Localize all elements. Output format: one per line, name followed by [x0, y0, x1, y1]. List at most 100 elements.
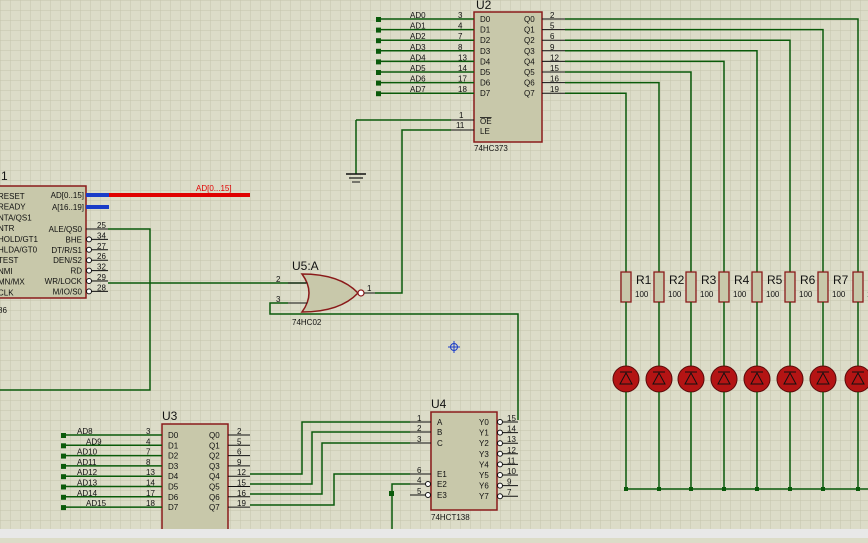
resistor-name: R4	[734, 273, 750, 287]
led[interactable]	[809, 365, 837, 393]
resistor[interactable]	[817, 271, 829, 303]
wire-ale[interactable]	[0, 228, 151, 391]
pin-name: BHE	[66, 235, 82, 244]
net-terminal[interactable]	[61, 474, 66, 480]
q-wire[interactable]	[565, 50, 758, 272]
u5-nor-gate[interactable]: U5:A 74HC02 2 3 1	[276, 259, 375, 327]
u2-body[interactable]	[473, 11, 543, 143]
q-output-wires[interactable]	[565, 18, 868, 490]
pin-name: HOLD/GT1	[0, 235, 39, 244]
net-terminal[interactable]	[376, 70, 381, 75]
net-terminal[interactable]	[61, 453, 66, 459]
net-label: AD7	[410, 85, 426, 94]
pin-name: RD	[70, 267, 82, 276]
wire-le-to-nor[interactable]	[375, 129, 451, 294]
net-terminal[interactable]	[61, 463, 66, 469]
led[interactable]	[743, 365, 771, 393]
net-terminal[interactable]	[376, 80, 381, 86]
q-wire[interactable]	[565, 81, 660, 272]
net-label: AD6	[410, 75, 426, 84]
pin-number: 5	[417, 487, 422, 496]
q-wire[interactable]	[565, 60, 725, 272]
pin-number: 27	[97, 242, 106, 251]
resistor[interactable]	[751, 271, 763, 303]
wire-u3q7-to-u4e[interactable]	[250, 473, 410, 506]
pin-number: 6	[417, 466, 422, 475]
net-terminal[interactable]	[61, 494, 66, 500]
wire-u3q5-to-u4b[interactable]	[250, 431, 410, 485]
pin-number: 4	[146, 437, 151, 446]
pin-name: E1	[437, 470, 447, 479]
led[interactable]	[645, 365, 673, 393]
resistor-value: 100	[766, 290, 780, 299]
resistor[interactable]	[653, 271, 665, 303]
pin-number: 9	[237, 458, 242, 467]
ground-symbol[interactable]	[346, 119, 451, 183]
net-terminal[interactable]	[376, 38, 381, 44]
led-diode-icon	[851, 371, 865, 385]
pin-number: 7	[507, 488, 512, 497]
u4-body[interactable]	[430, 411, 498, 511]
net-terminal[interactable]	[61, 433, 66, 438]
net-terminal[interactable]	[376, 27, 381, 33]
wire-u3q4-to-u4a[interactable]	[250, 421, 410, 475]
pin-name: D1	[168, 441, 179, 450]
resistor[interactable]	[852, 271, 864, 303]
net-terminal[interactable]	[376, 48, 381, 54]
pin-number: 13	[146, 468, 155, 477]
resistor-value: 100	[733, 290, 747, 299]
pin-name: Y5	[479, 471, 489, 480]
net-terminal[interactable]	[61, 484, 66, 490]
pin-number: 13	[458, 53, 467, 62]
pin-name: D6	[168, 493, 179, 502]
wire-nor-in3[interactable]	[269, 302, 519, 420]
pin-name: Y7	[479, 492, 489, 501]
pin-name: NTA/QS1	[0, 213, 32, 222]
pin-name: D3	[480, 47, 491, 56]
net-terminal[interactable]	[376, 59, 381, 65]
u4-title: U4	[431, 397, 447, 411]
led[interactable]	[612, 365, 640, 393]
led[interactable]	[710, 365, 738, 393]
net-terminal[interactable]	[61, 443, 66, 449]
pin-number: 16	[237, 489, 246, 498]
led[interactable]	[844, 365, 868, 393]
led[interactable]	[776, 365, 804, 393]
q-wire[interactable]	[565, 39, 791, 272]
u5-body[interactable]	[300, 273, 360, 313]
pin-number: 7	[146, 448, 151, 457]
u5-title: U5:A	[292, 259, 319, 273]
q-wire[interactable]	[565, 71, 692, 272]
resistor[interactable]	[685, 271, 697, 303]
resistor[interactable]	[718, 271, 730, 303]
u1-body[interactable]	[0, 185, 87, 299]
q-wire[interactable]	[565, 18, 859, 272]
u1-cpu[interactable]: 1 86 RESETREADYNTA/QS1NTRHOLD/GT1HLDA/GT…	[0, 169, 250, 315]
q-wire[interactable]	[565, 92, 627, 272]
resistor[interactable]	[784, 271, 796, 303]
net-label: AD12	[77, 468, 98, 477]
pin-number: 14	[146, 479, 155, 488]
resistor[interactable]	[620, 271, 632, 303]
wire-u3q6-to-u4c[interactable]	[250, 442, 410, 495]
u3-body[interactable]	[161, 423, 229, 543]
led[interactable]	[677, 365, 705, 393]
led-diode-icon	[783, 371, 797, 385]
pin-number: 18	[458, 85, 467, 94]
net-terminal[interactable]	[61, 505, 66, 511]
pin-number: 9	[550, 43, 555, 52]
q-wire[interactable]	[565, 28, 824, 272]
pin-number: 17	[458, 75, 467, 84]
net-terminal[interactable]	[376, 91, 381, 97]
net-terminal[interactable]	[376, 17, 381, 22]
wire-u4e2[interactable]	[391, 483, 410, 538]
resistor-led-array[interactable]: R1100R2100R3100R4100R5100R6100R7100R100	[612, 271, 868, 491]
pin-number: 18	[146, 499, 155, 508]
u1-bus-a-stub	[86, 205, 109, 209]
pin-name: D2	[480, 36, 491, 45]
ad-bus-wire[interactable]	[109, 193, 250, 197]
